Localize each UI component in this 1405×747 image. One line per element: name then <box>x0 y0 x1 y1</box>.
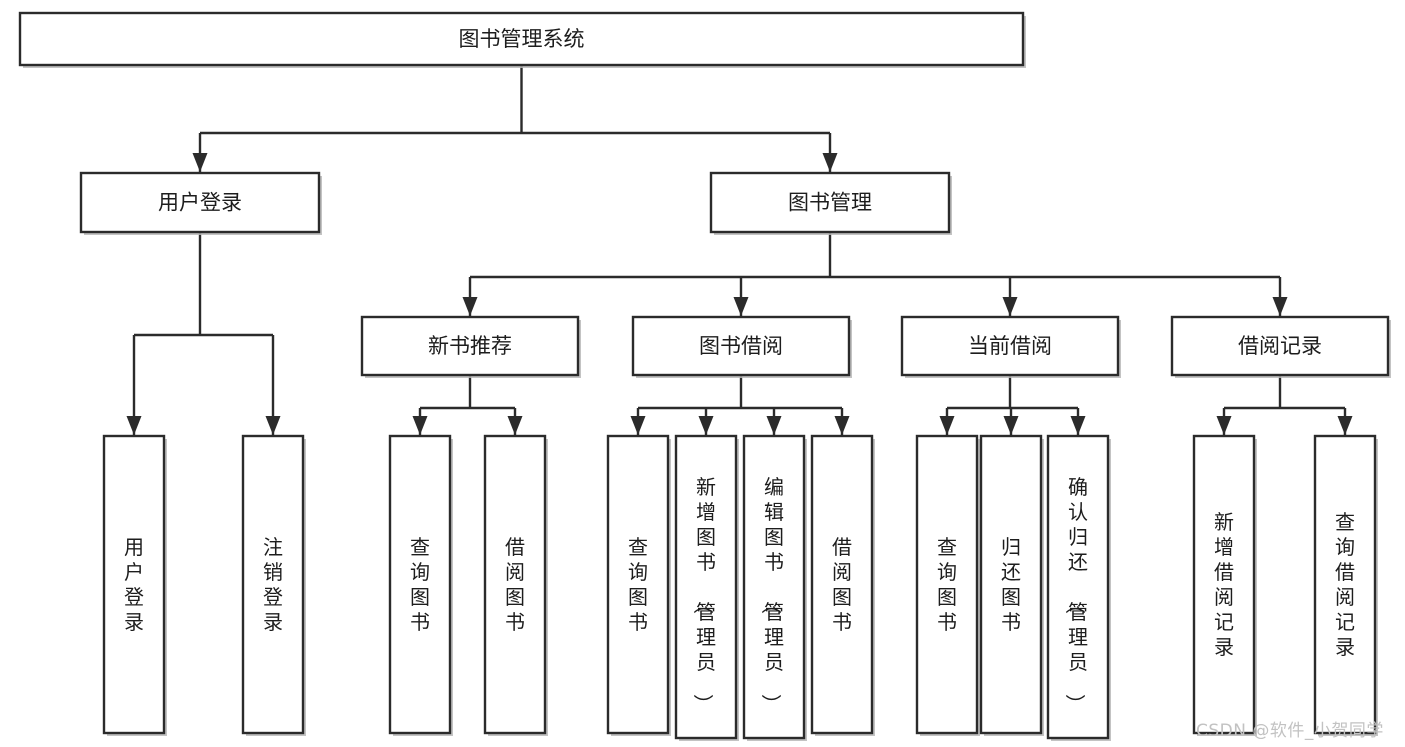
node-leaf-return-book[interactable]: 归还图书 <box>979 434 1044 736</box>
node-label: 用户登录 <box>158 191 242 215</box>
node-leaf-add-borrow-record[interactable]: 新增借阅记录 <box>1192 434 1257 736</box>
connectors-layer <box>126 65 1353 435</box>
arrow-head-icon <box>939 416 955 435</box>
node-borrow-record[interactable]: 借阅记录 <box>1170 315 1391 378</box>
node-label: 查询图书 <box>410 535 430 634</box>
nodes-layer: 图书管理系统用户登录图书管理新书推荐图书借阅当前借阅借阅记录用户登录注销登录查询… <box>18 11 1391 741</box>
arrow-head-icon <box>507 416 523 435</box>
arrow-head-icon <box>698 416 714 435</box>
arrow-head-icon <box>1003 416 1019 435</box>
node-leaf-borrow-book[interactable]: 借阅图书 <box>810 434 875 736</box>
node-leaf-logout[interactable]: 注销登录 <box>241 434 306 736</box>
arrow-head-icon <box>192 153 208 172</box>
node-book-borrow[interactable]: 图书借阅 <box>631 315 852 378</box>
arrow-head-icon <box>834 416 850 435</box>
node-label: 查询借阅记录 <box>1335 510 1355 659</box>
node-label: 借阅图书 <box>832 535 852 634</box>
node-label: 借阅图书 <box>505 535 525 634</box>
node-label: 图书管理 <box>788 191 872 215</box>
node-label: 编辑图书（管理员） <box>759 475 784 714</box>
arrow-head-icon <box>733 297 749 316</box>
node-label: 当前借阅 <box>968 334 1052 358</box>
node-label: 查询图书 <box>628 535 648 634</box>
node-label: 新书推荐 <box>428 334 512 358</box>
arrow-head-icon <box>1216 416 1232 435</box>
node-leaf-query-borrow-record[interactable]: 查询借阅记录 <box>1313 434 1378 736</box>
node-label: 确认归还（管理员） <box>1063 475 1088 714</box>
node-leaf-query-book-recommend[interactable]: 查询图书 <box>388 434 453 736</box>
node-leaf-borrow-book-recommend[interactable]: 借阅图书 <box>483 434 548 736</box>
node-user-login[interactable]: 用户登录 <box>79 171 322 235</box>
node-leaf-query-book-current[interactable]: 查询图书 <box>915 434 980 736</box>
arrow-head-icon <box>822 153 838 172</box>
node-label: 用户登录 <box>124 535 144 634</box>
node-current-borrow[interactable]: 当前借阅 <box>900 315 1121 378</box>
node-root[interactable]: 图书管理系统 <box>18 11 1026 68</box>
node-leaf-query-book-borrow[interactable]: 查询图书 <box>606 434 671 736</box>
node-label: 新增图书（管理员） <box>691 475 716 714</box>
arrow-head-icon <box>462 297 478 316</box>
node-label: 新增借阅记录 <box>1214 510 1234 659</box>
node-new-book-recommend[interactable]: 新书推荐 <box>360 315 581 378</box>
arrow-head-icon <box>1070 416 1086 435</box>
node-label: 查询图书 <box>937 535 957 634</box>
node-leaf-user-login[interactable]: 用户登录 <box>102 434 167 736</box>
node-book-manage[interactable]: 图书管理 <box>709 171 952 235</box>
arrow-head-icon <box>630 416 646 435</box>
node-label: 归还图书 <box>1001 535 1021 634</box>
node-leaf-add-book-admin[interactable]: 新增图书（管理员） <box>674 434 739 741</box>
arrow-head-icon <box>1272 297 1288 316</box>
node-label: 图书管理系统 <box>459 27 585 51</box>
node-label: 借阅记录 <box>1238 334 1322 358</box>
node-label: 注销登录 <box>263 535 283 634</box>
arrow-head-icon <box>265 416 281 435</box>
node-label: 图书借阅 <box>699 334 783 358</box>
arrow-head-icon <box>1337 416 1353 435</box>
arrow-head-icon <box>766 416 782 435</box>
node-leaf-edit-book-admin[interactable]: 编辑图书（管理员） <box>742 434 807 741</box>
node-leaf-confirm-return-admin[interactable]: 确认归还（管理员） <box>1046 434 1111 741</box>
arrow-head-icon <box>126 416 142 435</box>
arrow-head-icon <box>412 416 428 435</box>
arrow-head-icon <box>1002 297 1018 316</box>
